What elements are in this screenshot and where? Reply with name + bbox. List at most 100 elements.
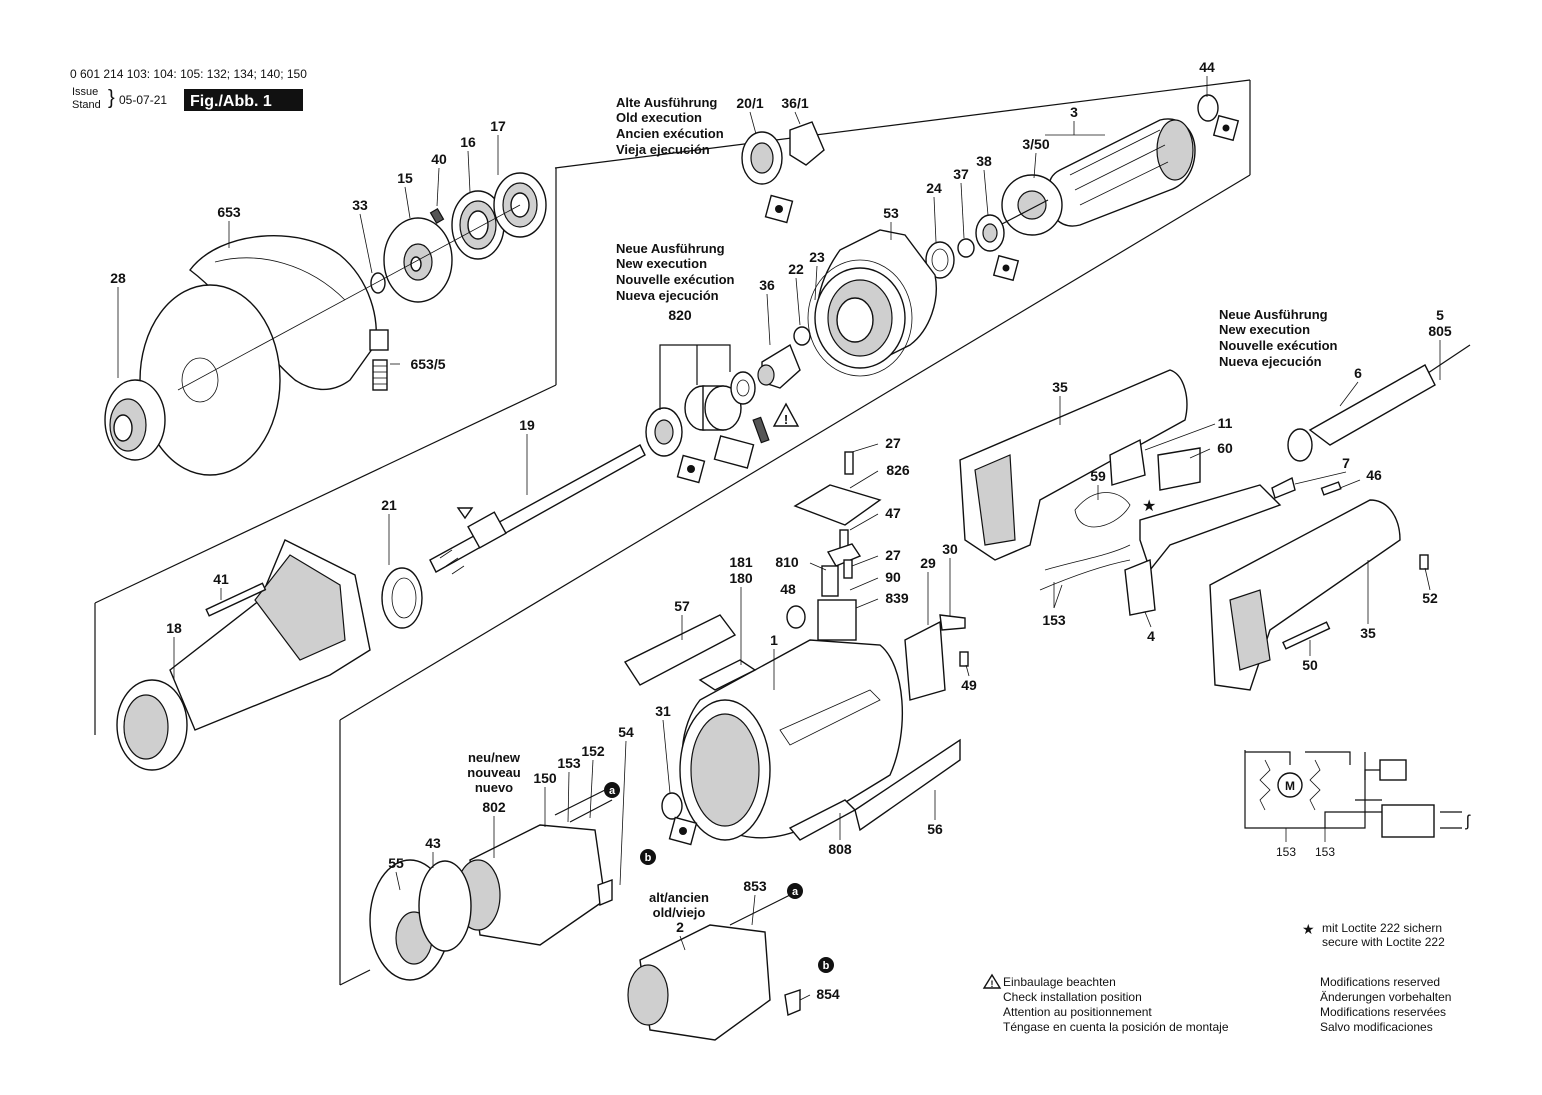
- callout-180: 180: [729, 570, 753, 586]
- loctite-line-1: mit Loctite 222 sichern: [1322, 921, 1442, 935]
- plate-29: [904, 620, 946, 701]
- sleeve-end-6: [1287, 428, 1313, 462]
- install-warning-icon: [982, 973, 1002, 989]
- callout-153-d: 153: [1315, 845, 1335, 859]
- callout-653-5: 653/5: [410, 356, 445, 372]
- callout-30: 30: [942, 541, 958, 557]
- modifications-line-4: Salvo modificaciones: [1320, 1020, 1433, 1034]
- callout-11: 11: [1218, 415, 1233, 431]
- clip-854: [784, 989, 801, 1016]
- callout-35-top: 35: [1052, 379, 1068, 395]
- part-11: [1109, 438, 1146, 486]
- wire-markers: a b a b ★: [604, 498, 1156, 973]
- svg-text:a: a: [609, 785, 616, 797]
- new-exec-b-line-3: Nouvelle exécution: [1219, 338, 1338, 353]
- callout-7: 7: [1342, 455, 1350, 471]
- ring-48: [786, 605, 806, 629]
- callout-805: 805: [1428, 323, 1452, 339]
- gear-36-1: [789, 121, 825, 166]
- callout-36-1: 36/1: [781, 95, 808, 111]
- callout-21: 21: [381, 497, 397, 513]
- clamp-7: [1271, 476, 1296, 499]
- clamp-653-5: [369, 329, 389, 351]
- part-numbers: 0 601 214 103: 104: 105: 132; 134; 140; …: [70, 67, 307, 81]
- holder-839: [817, 599, 857, 641]
- new-exec-b-line-4: Nueva ejecución: [1219, 354, 1322, 369]
- issue-label: Issue: [72, 86, 98, 98]
- callout-57: 57: [674, 598, 690, 614]
- screw-52: [1419, 554, 1429, 570]
- callout-43: 43: [425, 835, 441, 851]
- svg-text:b: b: [645, 852, 652, 864]
- callout-152: 152: [581, 743, 605, 759]
- new-exec-a-line-3: Nouvelle exécution: [616, 272, 735, 287]
- callout-47: 47: [885, 505, 901, 521]
- callout-653: 653: [217, 204, 241, 220]
- label-808: [788, 799, 857, 841]
- marker-a-bottom: [787, 883, 803, 899]
- callout-52: 52: [1422, 590, 1438, 606]
- frame-lines: [94, 79, 1251, 986]
- callouts: 44 3 3/50 20/1 36/1 17 16 40 15 33 653 2…: [110, 59, 1452, 1002]
- ring-24: [925, 241, 955, 279]
- label-56: [854, 738, 961, 832]
- svg-text:M: M: [1285, 779, 1295, 793]
- screw-27b: [843, 559, 853, 579]
- marker-a-top: [604, 782, 620, 798]
- neu-line-1: neu/new: [468, 750, 521, 765]
- brace: }: [108, 87, 115, 109]
- neu-line-2: nouveau: [467, 765, 521, 780]
- figure-label: Fig./Abb. 1: [190, 93, 272, 110]
- screw-46: [1320, 481, 1342, 496]
- new-exec-b-line-1: Neue Ausführung: [1219, 307, 1328, 322]
- issue-date: 05-07-21: [119, 93, 167, 107]
- modifications-line-3: Modifications reservées: [1320, 1005, 1446, 1019]
- suppressor-box: [1379, 759, 1407, 781]
- install-line-3: Attention au positionnement: [1003, 1005, 1152, 1019]
- alt-line-2: old/viejo: [653, 905, 706, 920]
- callout-31: 31: [655, 703, 671, 719]
- spring-37: [957, 238, 975, 258]
- ring-22: [793, 326, 811, 346]
- callout-181: 181: [729, 554, 753, 570]
- screw-41: [205, 582, 267, 617]
- tag-820-b: [713, 435, 755, 469]
- callout-3-50: 3/50: [1022, 136, 1049, 152]
- key-40: [429, 207, 445, 225]
- callout-48: 48: [780, 581, 796, 597]
- callout-808: 808: [828, 841, 852, 857]
- callout-22: 22: [788, 261, 804, 277]
- clip-54: [597, 879, 613, 907]
- callout-17: 17: [490, 118, 506, 134]
- neu-line-3: nuevo: [475, 780, 513, 795]
- old-exec-line-4: Vieja ejecución: [616, 142, 710, 157]
- bearing-set-820: !: [645, 344, 800, 484]
- marker-b-top: [640, 849, 656, 865]
- callout-2: 2: [676, 919, 684, 935]
- install-line-2: Check installation position: [1003, 990, 1142, 1004]
- callout-1: 1: [770, 632, 778, 648]
- callout-3: 3: [1070, 104, 1078, 120]
- svg-text:!: !: [784, 412, 788, 427]
- callout-4: 4: [1147, 628, 1155, 644]
- callout-150: 150: [533, 770, 557, 786]
- callout-44: 44: [1199, 59, 1215, 75]
- callout-153-b: 153: [557, 755, 581, 771]
- alt-line-1: alt/ancien: [649, 890, 709, 905]
- screw-27a: [844, 451, 854, 475]
- callout-810: 810: [775, 554, 799, 570]
- leader-lines: [117, 76, 1441, 1001]
- callout-38: 38: [976, 153, 992, 169]
- screw-50: [1282, 621, 1331, 650]
- cup-wheel-28: [139, 284, 281, 476]
- warning-triangle: [772, 402, 800, 427]
- callout-5: 5: [1436, 307, 1444, 323]
- loctite-star: ★: [1302, 921, 1315, 937]
- gear-housing: [757, 229, 937, 389]
- callout-33: 33: [352, 197, 368, 213]
- callout-820: 820: [668, 307, 692, 323]
- install-line-4: Téngase en cuenta la posición de montaje: [1003, 1020, 1229, 1034]
- field-old: [627, 894, 801, 1041]
- callout-28: 28: [110, 270, 126, 286]
